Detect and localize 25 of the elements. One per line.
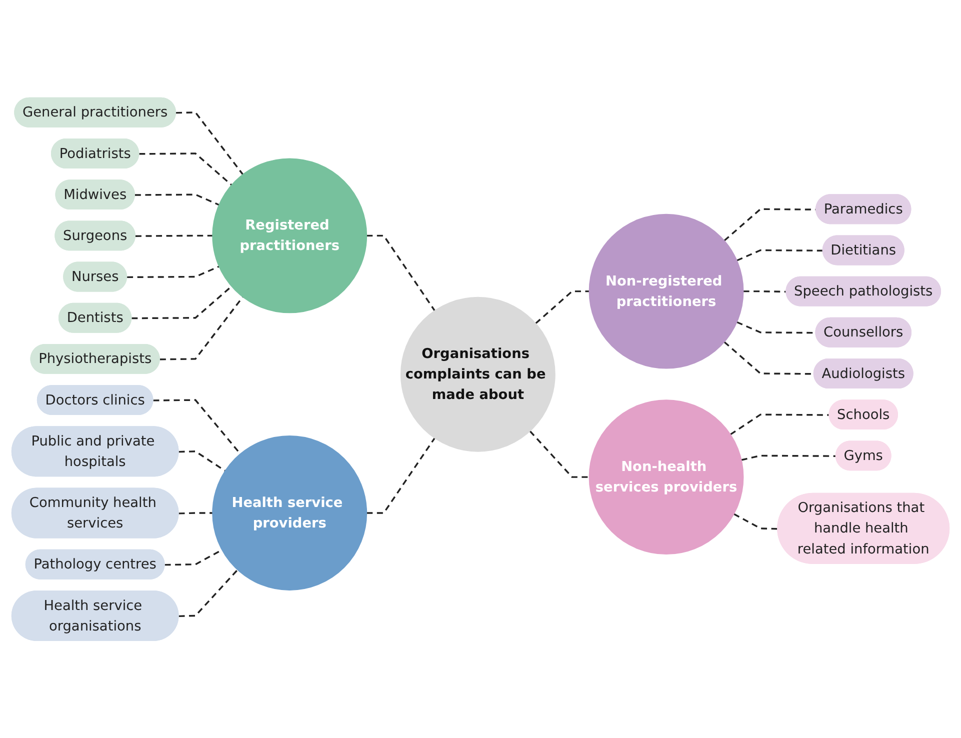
- connector: [736, 249, 824, 262]
- connector: [132, 285, 232, 319]
- connector: [139, 152, 232, 186]
- connector: [135, 234, 213, 237]
- node-circle: [588, 214, 744, 369]
- connector: [366, 234, 436, 311]
- connector: [535, 290, 590, 324]
- connector: [176, 111, 244, 175]
- connector: [743, 290, 787, 292]
- connector: [127, 265, 220, 278]
- node-circle: [400, 296, 556, 452]
- connector: [366, 437, 436, 514]
- connector: [529, 430, 590, 478]
- node-circle: [212, 435, 368, 590]
- node-circle: [588, 399, 744, 554]
- connector: [178, 569, 238, 617]
- connector: [153, 398, 241, 454]
- connector: [734, 513, 778, 530]
- node-circle: [212, 158, 368, 313]
- connector: [134, 194, 220, 206]
- connector: [160, 296, 244, 360]
- connector: [741, 454, 836, 461]
- mind-map-diagram: Organisations complaints can be made about Registered practitioners General practitioners Podiatrists Midwives Surgeons Nurses Dentists Physiotherapists Non-registered practitioners Paramedics Dietitians Speech pathologists Counsellors Audiologists Health service providers Doctors clinics Public and private hospitals Community health services Pathology centres Health service organisations Non-health services providers Schools Gyms Organisations that handle health related information: [5, 90, 956, 648]
- connector: [730, 414, 830, 435]
- connector: [178, 512, 213, 514]
